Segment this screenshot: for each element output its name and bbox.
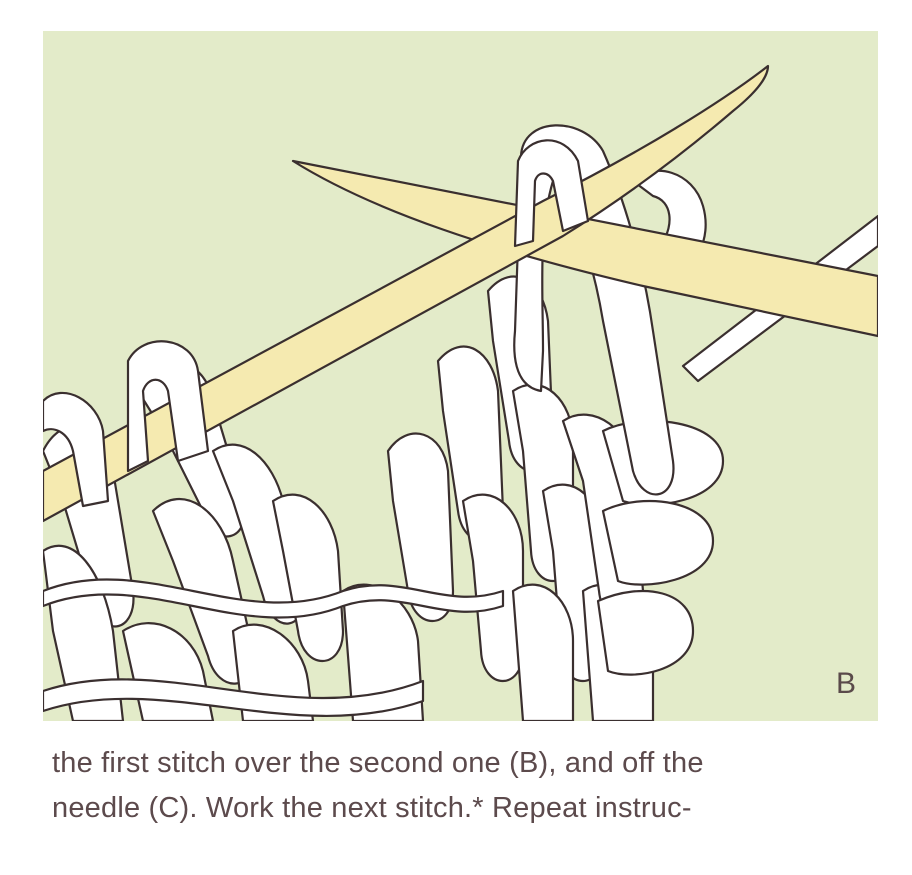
caption-text: the first stitch over the second one (B)… — [52, 741, 892, 831]
stitch — [596, 589, 695, 676]
yarn-strand — [43, 578, 505, 619]
stitch — [121, 622, 215, 721]
caption-line-2: needle (C). Work the next stitch.* Repea… — [52, 792, 692, 824]
needle-loop — [513, 139, 590, 248]
caption-line-1: the first stitch over the second one (B)… — [52, 747, 704, 779]
yarn-strand — [43, 678, 425, 718]
needle-loop — [126, 340, 210, 473]
panel-letter: B — [835, 667, 856, 700]
right-needle-front — [291, 159, 878, 338]
stitch — [601, 499, 715, 586]
stitch — [511, 583, 575, 721]
stitch — [386, 432, 455, 622]
needle-loop — [43, 391, 110, 508]
knitting-illustration: B — [43, 31, 878, 721]
knitting-diagram — [43, 64, 878, 721]
stitch — [271, 493, 345, 662]
left-needle — [43, 64, 770, 523]
stitch — [461, 493, 525, 682]
